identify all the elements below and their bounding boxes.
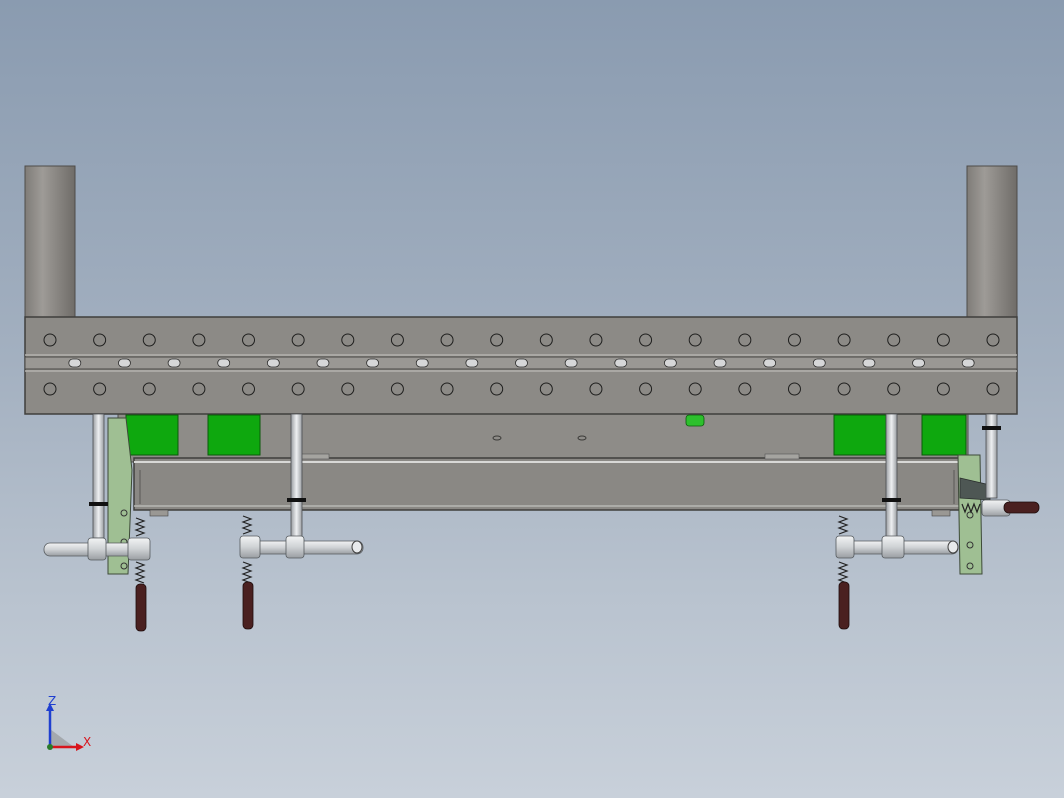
frame-slot [465, 358, 479, 368]
frame-slot [316, 358, 330, 368]
frame-hole [192, 382, 206, 396]
orientation-triad[interactable]: Z X [38, 695, 98, 755]
frame-hole [738, 333, 752, 347]
handle-left [135, 583, 147, 632]
clamp-block-4 [921, 414, 967, 456]
frame-hole [639, 382, 653, 396]
clamp-block-3 [833, 414, 887, 456]
frame-hole [539, 333, 553, 347]
clamp-block-1 [125, 414, 179, 456]
handle-right [838, 581, 850, 630]
frame-hole [738, 382, 752, 396]
frame-hole [43, 333, 57, 347]
right-bracket [957, 454, 991, 575]
springs [134, 502, 981, 584]
frame-slot [68, 358, 82, 368]
frame-hole [43, 382, 57, 396]
frame-hole [291, 382, 305, 396]
frame-hole [341, 333, 355, 347]
green-knob [685, 414, 705, 427]
frame-slot [961, 358, 975, 368]
frame-hole [787, 382, 801, 396]
frame-slot [366, 358, 380, 368]
triad-z-label: Z [48, 694, 57, 708]
frame-hole [440, 382, 454, 396]
frame-hole [936, 333, 950, 347]
frame-slot [118, 358, 131, 368]
frame-hole [192, 333, 206, 347]
frame-slot [614, 358, 628, 368]
frame-hole [93, 333, 107, 347]
frame-hole [589, 333, 603, 347]
frame-hole [490, 382, 504, 396]
frame-hole [837, 333, 851, 347]
frame-slot [862, 358, 876, 368]
frame-slot [663, 358, 677, 368]
frame-hole [688, 382, 702, 396]
handle-middle [242, 581, 254, 630]
frame-hole [936, 382, 950, 396]
horizontal-rods [43, 499, 1011, 561]
left-post [24, 165, 76, 319]
frame-hole [390, 382, 404, 396]
frame-slot [812, 358, 826, 368]
frame-hole [986, 333, 1000, 347]
frame-hole [887, 333, 901, 347]
frame-slot [515, 358, 528, 368]
frame-slot [912, 358, 925, 368]
frame-hole [787, 333, 801, 347]
frame-hole [142, 382, 156, 396]
frame-hole [93, 382, 107, 396]
frame-hole [341, 382, 355, 396]
frame-slot [217, 358, 231, 368]
frame-hole [887, 382, 901, 396]
frame-hole [390, 333, 404, 347]
frame-hole [688, 333, 702, 347]
right-post [966, 165, 1018, 319]
frame-hole [589, 382, 603, 396]
frame-slot [415, 358, 429, 368]
frame-slot [266, 358, 280, 368]
frame-hole [142, 333, 156, 347]
frame-slot [713, 358, 727, 368]
frame-slot [564, 358, 578, 368]
frame-hole [242, 333, 256, 347]
frame-hole [639, 333, 653, 347]
frame-hole [291, 333, 305, 347]
clamp-block-2 [207, 414, 261, 456]
frame-hole [490, 333, 504, 347]
frame-hole [440, 333, 454, 347]
handle-side [1003, 501, 1040, 514]
frame-slot [167, 358, 181, 368]
frame-hole [986, 382, 1000, 396]
triad-axes-icon [46, 703, 84, 751]
perforated-frame [24, 316, 1018, 415]
frame-hole [242, 382, 256, 396]
frame-slot [763, 358, 777, 368]
frame-hole [837, 382, 851, 396]
frame-hole [539, 382, 553, 396]
triad-x-label: X [83, 735, 92, 749]
